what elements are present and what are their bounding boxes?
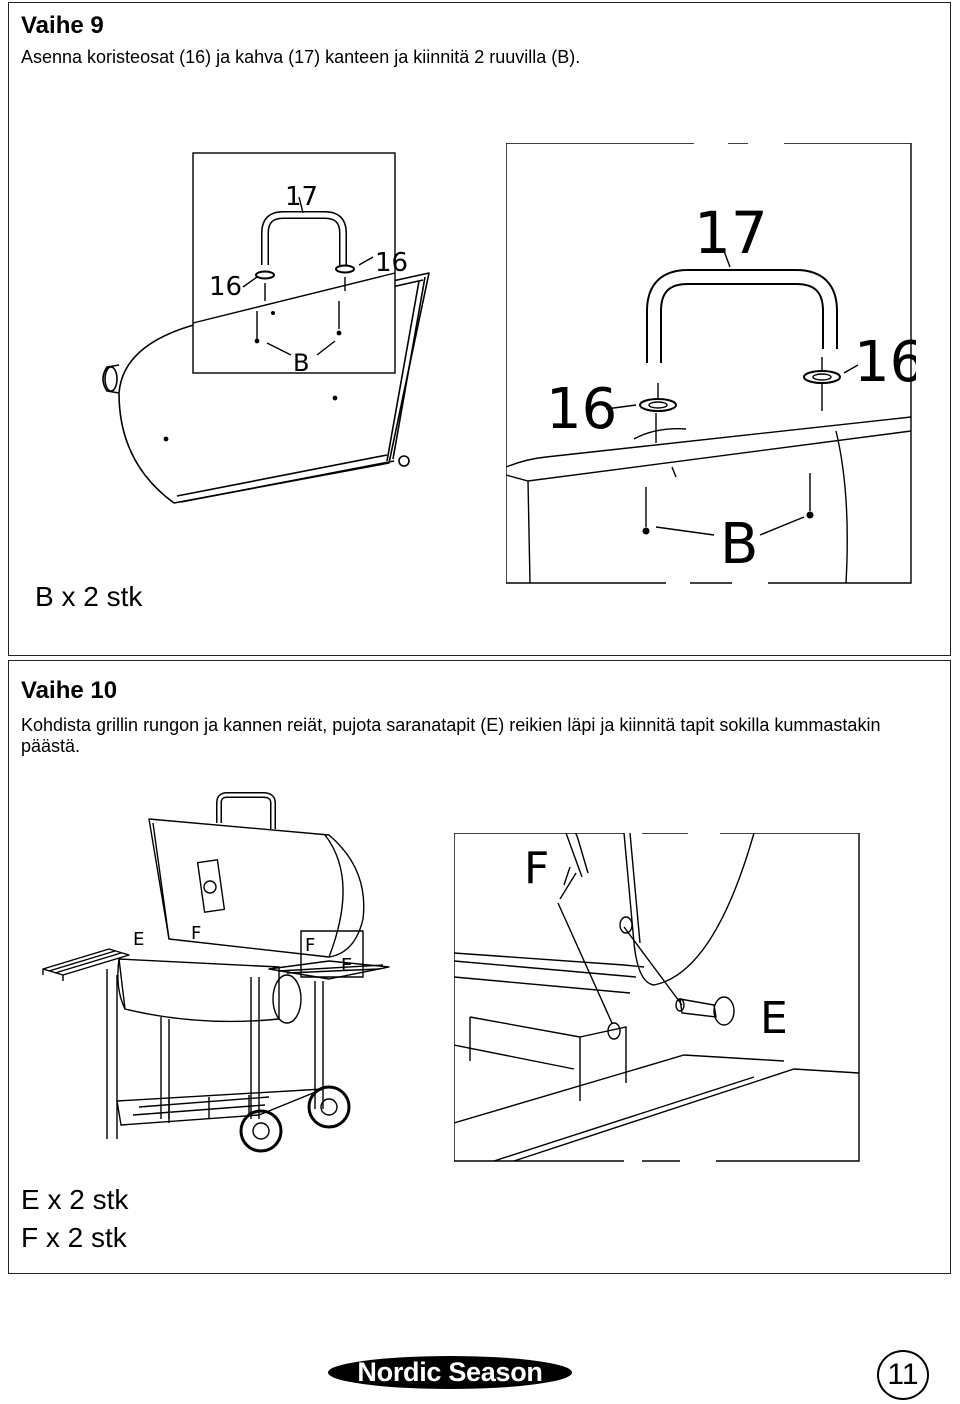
clip-label-detail: F: [524, 843, 549, 894]
trim-label-left: 16: [209, 272, 242, 302]
step-10-panel: Vaihe 10 Kohdista grillin rungon ja kann…: [8, 660, 951, 1274]
handle-label: 17: [285, 182, 318, 212]
pin-label-detail: E: [760, 993, 788, 1044]
step-10-instruction: Kohdista grillin rungon ja kannen reiät,…: [21, 715, 881, 756]
pin-label-overview-right: E: [341, 955, 352, 976]
hinge-detail-diagram: F E: [454, 833, 860, 1162]
brand-logo-background: [328, 1356, 572, 1389]
step-9-panel: Vaihe 9 Asenna koristeosat (16) ja kahva…: [8, 2, 951, 656]
trim-label-right: 16: [375, 248, 408, 278]
step-9-instruction: Asenna koristeosat (16) ja kahva (17) ka…: [21, 47, 581, 67]
brand-logo-text: Nordic Season: [357, 1357, 543, 1387]
brand-logo: Nordic Season: [328, 1356, 572, 1389]
screw-label: B: [293, 349, 309, 377]
grill-overview-diagram: E F F E: [42, 792, 390, 1153]
lid-overview-diagram: 17 16 16 B: [102, 152, 430, 504]
pin-quantity-e: E x 2 stk: [21, 1184, 129, 1215]
screw-label-detail: B: [720, 512, 758, 577]
trim-label-detail-left: 16: [546, 377, 617, 442]
handle-label-detail: 17: [694, 199, 768, 267]
screw-quantity: B x 2 stk: [35, 581, 143, 612]
step-10-title: Vaihe 10: [21, 677, 118, 704]
clip-label-overview-right: F: [305, 935, 315, 956]
step-9-title: Vaihe 9: [21, 12, 104, 39]
clip-quantity-f: F x 2 stk: [21, 1222, 127, 1253]
trim-label-detail-right: 16: [854, 330, 916, 395]
clip-label-overview-left: F: [191, 923, 201, 944]
page-number: 11: [877, 1350, 929, 1400]
pin-quantity: E x 2 stk F x 2 stk: [21, 1181, 128, 1257]
handle-detail-diagram: 17 16 16 B: [506, 143, 916, 584]
pin-label-overview-left: E: [133, 929, 144, 950]
